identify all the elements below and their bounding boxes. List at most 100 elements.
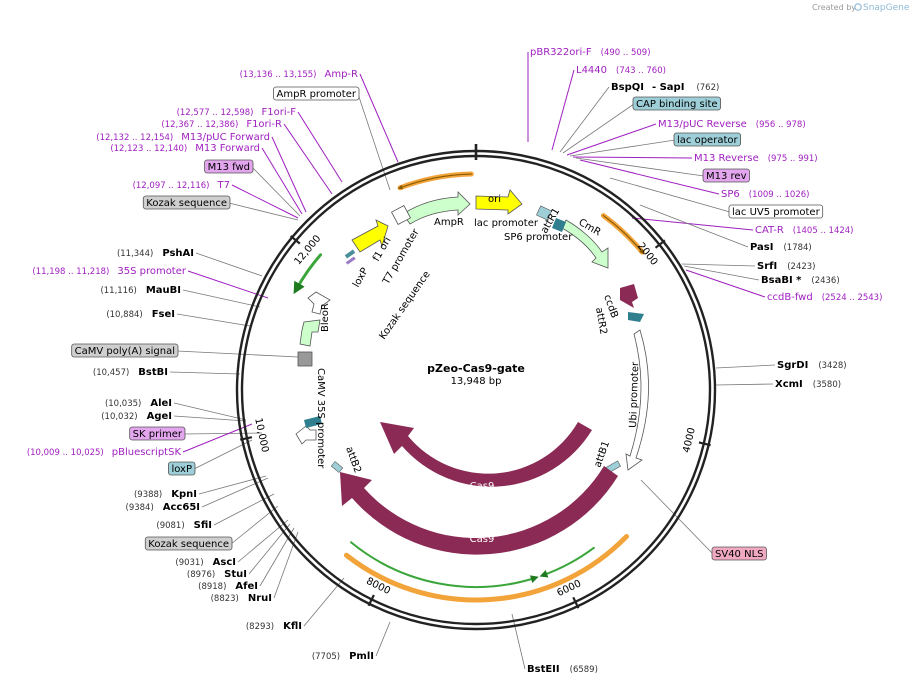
site-name: BstBI bbox=[138, 367, 168, 378]
site-cat-r[interactable]: CAT-R(1405 .. 1424) bbox=[755, 225, 854, 236]
site-sk-primer[interactable]: SK primer bbox=[129, 426, 186, 441]
site-pasi[interactable]: PasI(1784) bbox=[750, 242, 812, 253]
f1-ori-feature[interactable] bbox=[351, 219, 389, 253]
site-maubi[interactable]: MauBI(11,116) bbox=[100, 285, 181, 296]
lac-promoter-feature[interactable] bbox=[552, 218, 566, 232]
site-alei[interactable]: AleI(10,035) bbox=[105, 398, 172, 409]
cas9-inner-feature[interactable] bbox=[380, 422, 592, 487]
site-fsei[interactable]: FseI(10,884) bbox=[106, 309, 175, 320]
ccdb-feature[interactable] bbox=[620, 284, 638, 308]
site-coords: (12,097 .. 12,116) bbox=[133, 181, 210, 191]
site-name: M13 Forward bbox=[195, 143, 260, 154]
site-lac-operator[interactable]: lac operator bbox=[673, 132, 741, 147]
site-amp-r[interactable]: Amp-R(13,136 .. 13,155) bbox=[240, 69, 358, 80]
ampr-promoter-feature[interactable] bbox=[390, 204, 412, 226]
tick-mark-2000 bbox=[654, 239, 666, 249]
site-nrui[interactable]: NruI(8823) bbox=[211, 593, 272, 604]
site-acc65i[interactable]: Acc65I(9384) bbox=[126, 502, 201, 513]
camv-35s-ns-promoter-feature[interactable] bbox=[295, 425, 317, 445]
cas9-primer-band bbox=[343, 533, 630, 603]
site-coords: (9388) bbox=[134, 490, 162, 500]
site-srfi[interactable]: SrfI(2423) bbox=[757, 261, 815, 272]
ubi-promoter-feature[interactable] bbox=[625, 329, 649, 471]
site-f1ori-f[interactable]: F1ori-F(12,577 .. 12,598) bbox=[177, 107, 297, 118]
site-bspqi[interactable]: BspQI(762)- SapI bbox=[611, 82, 719, 93]
site-pshai[interactable]: PshAI(11,344) bbox=[117, 248, 194, 259]
feature-label-t7-promoter: T7 promoter bbox=[381, 226, 422, 287]
site-m13-rev[interactable]: M13 rev bbox=[702, 168, 750, 183]
cas9-green-arrow-right bbox=[539, 546, 595, 578]
site-pbr322ori-f[interactable]: pBR322ori-F(490 .. 509) bbox=[530, 47, 651, 58]
site-kozak-sequence[interactable]: Kozak sequence bbox=[144, 536, 233, 551]
loxp-feature[interactable] bbox=[344, 249, 356, 259]
site-bstbi[interactable]: BstBI(10,457) bbox=[93, 367, 168, 378]
tick-label: 10,000 bbox=[252, 417, 270, 454]
leader-line bbox=[176, 313, 251, 327]
feature-label-attr2: attR2 bbox=[593, 307, 609, 336]
site-m13-puc-forward[interactable]: M13/pUC Forward(12,132 .. 12,154) bbox=[96, 132, 270, 143]
leader-line bbox=[271, 136, 307, 213]
leader-lines bbox=[169, 52, 776, 670]
site-name: CAT-R bbox=[755, 225, 784, 236]
attr2-feature[interactable] bbox=[628, 312, 644, 322]
site-name-suffix: - SapI bbox=[652, 82, 684, 93]
site-cap-binding-site[interactable]: CAP binding site bbox=[632, 96, 721, 111]
site-m13-forward[interactable]: M13 Forward(12,123 .. 12,140) bbox=[110, 143, 260, 154]
site-xcmi[interactable]: XcmI(3580) bbox=[775, 379, 841, 390]
lox-feature-lower[interactable] bbox=[304, 416, 322, 428]
site-sgrdi[interactable]: SgrDI(3428) bbox=[777, 360, 847, 371]
site-lac-uv5-promoter[interactable]: lac UV5 promoter bbox=[728, 204, 824, 219]
ampr-feature[interactable] bbox=[402, 191, 471, 225]
site-afei[interactable]: AfeI(8918) bbox=[198, 581, 258, 592]
site-f1ori-r[interactable]: F1ori-R(12,367 .. 12,386) bbox=[161, 119, 282, 130]
leader-line bbox=[173, 415, 247, 422]
site-bsabi[interactable]: BsaBI *(2436) bbox=[761, 275, 840, 286]
site-asci[interactable]: AscI(9031) bbox=[175, 557, 236, 568]
bleor-feature[interactable] bbox=[299, 319, 321, 347]
site-35s-promoter[interactable]: 35S promoter(11,198 .. 11,218) bbox=[32, 266, 186, 277]
site-name: M13 Reverse bbox=[694, 153, 759, 164]
site-name: SK primer bbox=[133, 429, 183, 440]
attb2-feature[interactable] bbox=[330, 461, 344, 473]
site-kozak-sequence[interactable]: Kozak sequence bbox=[142, 195, 231, 210]
site-m13-puc-reverse[interactable]: M13/pUC Reverse(956 .. 978) bbox=[658, 119, 806, 130]
site-m13-fwd[interactable]: M13 fwd bbox=[204, 159, 254, 174]
cmr-feature[interactable] bbox=[561, 219, 609, 269]
site-sfii[interactable]: SfiI(9081) bbox=[156, 520, 212, 531]
leader-line bbox=[213, 493, 275, 526]
site-pbluescriptsk[interactable]: pBluescriptSK(10,009 .. 10,025) bbox=[27, 447, 182, 458]
site-coords: (762) bbox=[696, 83, 719, 93]
site-loxp[interactable]: loxP bbox=[168, 461, 196, 476]
leader-line bbox=[183, 432, 263, 435]
site-name: MauBI bbox=[146, 285, 181, 296]
site-sp6[interactable]: SP6(1009 .. 1026) bbox=[721, 189, 809, 200]
site-t7[interactable]: T7(12,097 .. 12,116) bbox=[133, 180, 230, 191]
camv-poly-a-feature[interactable] bbox=[297, 351, 313, 367]
tick-mark-4000 bbox=[698, 441, 711, 447]
camv-35s-promoter-feature[interactable] bbox=[307, 291, 331, 315]
t7-feature[interactable] bbox=[345, 256, 356, 265]
attr1-feature[interactable] bbox=[536, 205, 552, 221]
site-ccdb-fwd[interactable]: ccdB-fwd(2524 .. 2543) bbox=[767, 292, 882, 303]
site-ampr-promoter[interactable]: AmpR promoter bbox=[273, 86, 360, 101]
site-coords: (975 .. 991) bbox=[768, 154, 818, 164]
site-box bbox=[632, 96, 721, 111]
site-name: lac UV5 promoter bbox=[732, 207, 821, 218]
site-name: AscI bbox=[213, 557, 236, 568]
site-kfli[interactable]: KflI(8293) bbox=[246, 621, 302, 632]
site-kpni[interactable]: KpnI(9388) bbox=[134, 489, 197, 500]
center-title: pZeo-Cas9-gate 13,948 bp bbox=[427, 362, 525, 387]
site-stui[interactable]: StuI(8976) bbox=[187, 569, 247, 580]
site-agei[interactable]: AgeI(10,032) bbox=[101, 411, 172, 422]
site-l4440[interactable]: L4440(743 .. 760) bbox=[576, 65, 666, 76]
cas9-outer-feature[interactable] bbox=[340, 466, 618, 555]
site-name: BsaBI * bbox=[761, 275, 802, 286]
site-sv40-nls[interactable]: SV40 NLS bbox=[711, 546, 767, 561]
site-camv-poly-a-signal[interactable]: CaMV poly(A) signal bbox=[71, 343, 179, 358]
ori-feature[interactable] bbox=[475, 189, 523, 215]
site-m13-reverse[interactable]: M13 Reverse (975 .. 991) bbox=[694, 153, 818, 164]
credit-brand: SnapGene bbox=[863, 3, 910, 13]
leader-line bbox=[511, 613, 526, 670]
site-bsteii[interactable]: BstEII(6589) bbox=[527, 664, 598, 675]
site-pmli[interactable]: PmlI(7705) bbox=[312, 651, 374, 662]
